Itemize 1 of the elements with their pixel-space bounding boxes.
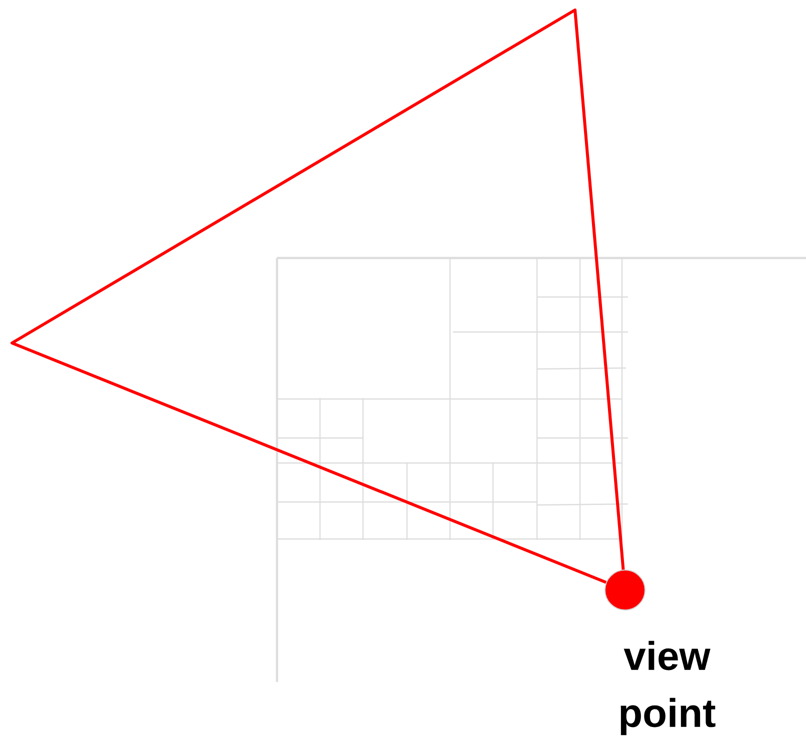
node-label: view point xyxy=(620,640,716,736)
